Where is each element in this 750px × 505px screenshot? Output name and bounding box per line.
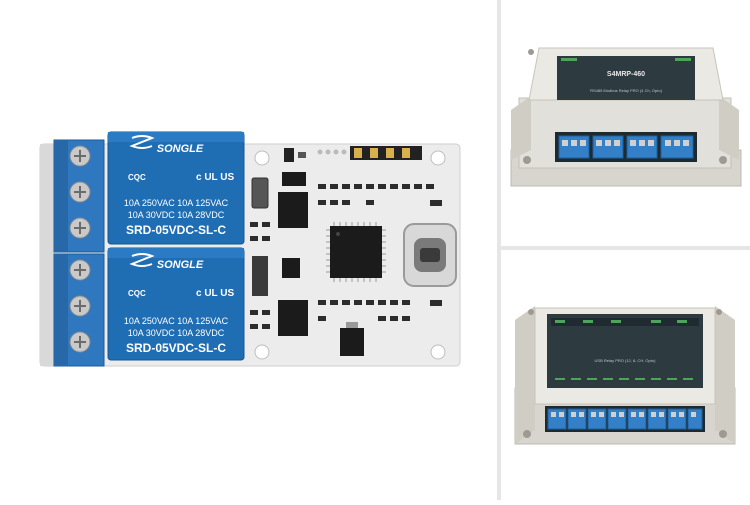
transistor <box>282 172 306 186</box>
horizontal-divider <box>501 246 750 250</box>
relay-1-spec-2: 10A 30VDC 10A 28VDC <box>128 210 225 220</box>
enclosure-4ch-photo: S4MRP-460 RS485 Modbus Relay PRO (4 Ch, … <box>501 0 750 246</box>
relay-2-brand: SONGLE <box>157 259 204 271</box>
smd-component <box>298 152 306 158</box>
smd-component <box>252 256 268 296</box>
optocoupler <box>278 192 308 228</box>
voltage-regulator <box>340 328 364 356</box>
enclosure-4ch-terminals <box>558 135 694 159</box>
relay-1-spec-1: 10A 250VAC 10A 125VAC <box>124 198 229 208</box>
usb-c-port <box>403 223 457 287</box>
terminal-block-1 <box>53 139 105 253</box>
mount-hole <box>430 344 446 360</box>
enclosure-8ch-photo: USB Relay PRO (12, 8, CH, Opto) <box>501 250 750 500</box>
vertical-divider <box>497 0 501 500</box>
resistor-array <box>250 184 434 329</box>
relay-1: SONGLE CQC c UL US 10A 250VAC 10A 125VAC… <box>107 131 245 245</box>
solder-pads <box>317 149 347 155</box>
relay-1-model: SRD-05VDC-SL-C <box>126 223 226 237</box>
microcontroller-chip <box>326 222 386 282</box>
enclosure-8ch-terminals <box>547 408 703 430</box>
relay-2-cert: CQC <box>128 289 146 298</box>
relay-2-spec-2: 10A 30VDC 10A 28VDC <box>128 328 225 338</box>
mount-hole <box>254 344 270 360</box>
enclosure-4ch-subtitle: RS485 Modbus Relay PRO (4 Ch, Opto) <box>590 88 662 93</box>
enclosure-4ch-label <box>557 56 695 100</box>
pin-header <box>350 146 422 160</box>
relay-2: SONGLE CQC c UL US 10A 250VAC 10A 125VAC… <box>107 247 245 361</box>
enclosure-4ch-drawing: S4MRP-460 RS485 Modbus Relay PRO (4 Ch, … <box>510 47 742 187</box>
relay-2-model: SRD-05VDC-SL-C <box>126 341 226 355</box>
relay-2-spec-1: 10A 250VAC 10A 125VAC <box>124 316 229 326</box>
relay-board-drawing: SONGLE CQC c UL US 10A 250VAC 10A 125VAC… <box>39 131 461 367</box>
relay-1-ul: c UL US <box>196 172 234 183</box>
relay-1-cert: CQC <box>128 173 146 182</box>
optocoupler <box>278 300 308 336</box>
mount-hole <box>430 150 446 166</box>
enclosure-8ch-subtitle: USB Relay PRO (12, 8, CH, Opto) <box>595 358 657 363</box>
smd-component <box>284 148 294 162</box>
crystal <box>251 177 269 209</box>
mount-hole <box>254 150 270 166</box>
relay-board-photo: SONGLE CQC c UL US 10A 250VAC 10A 125VAC… <box>39 131 461 367</box>
relay-1-brand: SONGLE <box>157 143 204 155</box>
enclosure-4ch-title: S4MRP-460 <box>607 71 645 78</box>
relay-2-ul: c UL US <box>196 288 234 299</box>
terminal-block-2 <box>53 253 105 367</box>
enclosure-8ch-drawing: USB Relay PRO (12, 8, CH, Opto) <box>514 306 736 445</box>
transistor <box>282 258 300 278</box>
enclosure-8ch-label <box>547 314 703 388</box>
